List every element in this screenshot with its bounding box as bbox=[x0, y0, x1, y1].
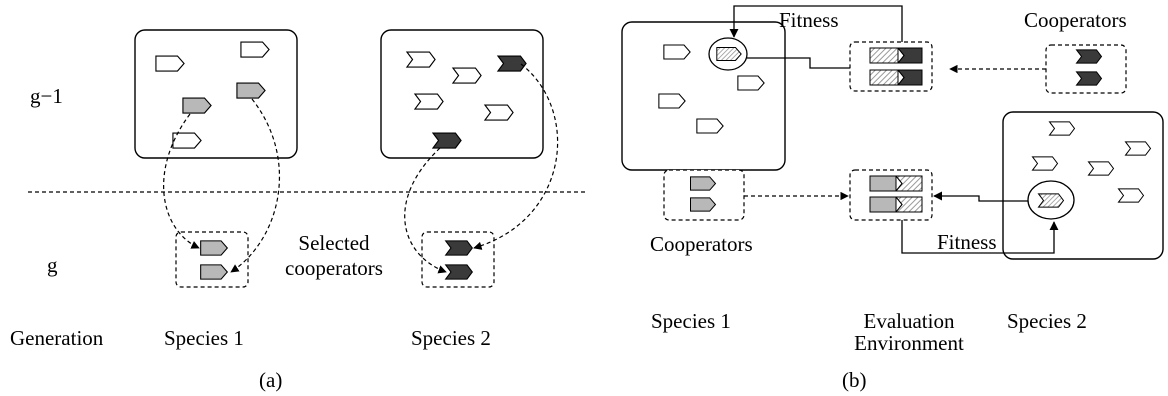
selected-cooperators-label-line2: cooperators bbox=[285, 256, 383, 280]
species1-cooperator bbox=[200, 264, 228, 280]
species1-population-box bbox=[621, 21, 786, 171]
species1-individual bbox=[696, 118, 724, 134]
row-label-g-minus-1: g−1 bbox=[30, 84, 63, 108]
fitness-feedback-arrow-top bbox=[729, 5, 903, 42]
caption-b: (b) bbox=[842, 368, 867, 392]
evaluation-pair-bottom bbox=[869, 175, 923, 213]
cooperators-label-bottom: Cooperators bbox=[650, 232, 753, 256]
fitness-label-bottom: Fitness bbox=[937, 230, 997, 254]
species1-cooperator bbox=[689, 197, 717, 212]
species2-population-box bbox=[1002, 111, 1164, 260]
evaluation-environment-label-line1: Evaluation bbox=[864, 309, 955, 333]
to-evaluation-arrow-bottom bbox=[933, 191, 1028, 202]
selection-arrow bbox=[163, 113, 200, 249]
to-evaluation-arrow-top bbox=[747, 57, 867, 73]
fitness-feedback-arrow-bottom bbox=[901, 220, 1059, 254]
species1-individual bbox=[658, 93, 686, 109]
panel-b: Fitness Cooperators Cooperators bbox=[621, 5, 1164, 392]
species1-cooperators-box bbox=[663, 169, 745, 221]
species1-individual bbox=[240, 41, 270, 58]
species1-selected-individual bbox=[182, 97, 212, 114]
caption-a: (a) bbox=[259, 368, 282, 392]
species2-label: Species 2 bbox=[1007, 309, 1087, 333]
row-label-g: g bbox=[47, 253, 58, 277]
fitness-label-top: Fitness bbox=[779, 8, 839, 32]
cooperators-label-top: Cooperators bbox=[1024, 8, 1127, 32]
species1-individual bbox=[663, 44, 691, 60]
species1-population-box bbox=[134, 29, 298, 159]
species1-label: Species 1 bbox=[164, 326, 244, 350]
selection-arrow bbox=[473, 63, 559, 250]
species1-individual bbox=[737, 75, 765, 91]
species1-evaluated-individual bbox=[716, 46, 742, 62]
selection-arrow bbox=[404, 147, 447, 274]
species1-individual bbox=[155, 55, 185, 72]
evaluation-pair-top bbox=[869, 47, 923, 86]
species1-cooperator bbox=[689, 176, 717, 191]
species1-cooperator bbox=[200, 240, 228, 256]
panel-a: g−1 g Generation bbox=[10, 29, 585, 392]
generation-label: Generation bbox=[10, 326, 104, 350]
species1-label: Species 1 bbox=[651, 309, 731, 333]
species1-selected-individual bbox=[236, 82, 266, 99]
selected-cooperators-label-line1: Selected bbox=[298, 231, 370, 255]
species2-population-box bbox=[380, 29, 544, 159]
species2-label: Species 2 bbox=[411, 326, 491, 350]
evaluation-environment-label-line2: Environment bbox=[854, 331, 964, 355]
